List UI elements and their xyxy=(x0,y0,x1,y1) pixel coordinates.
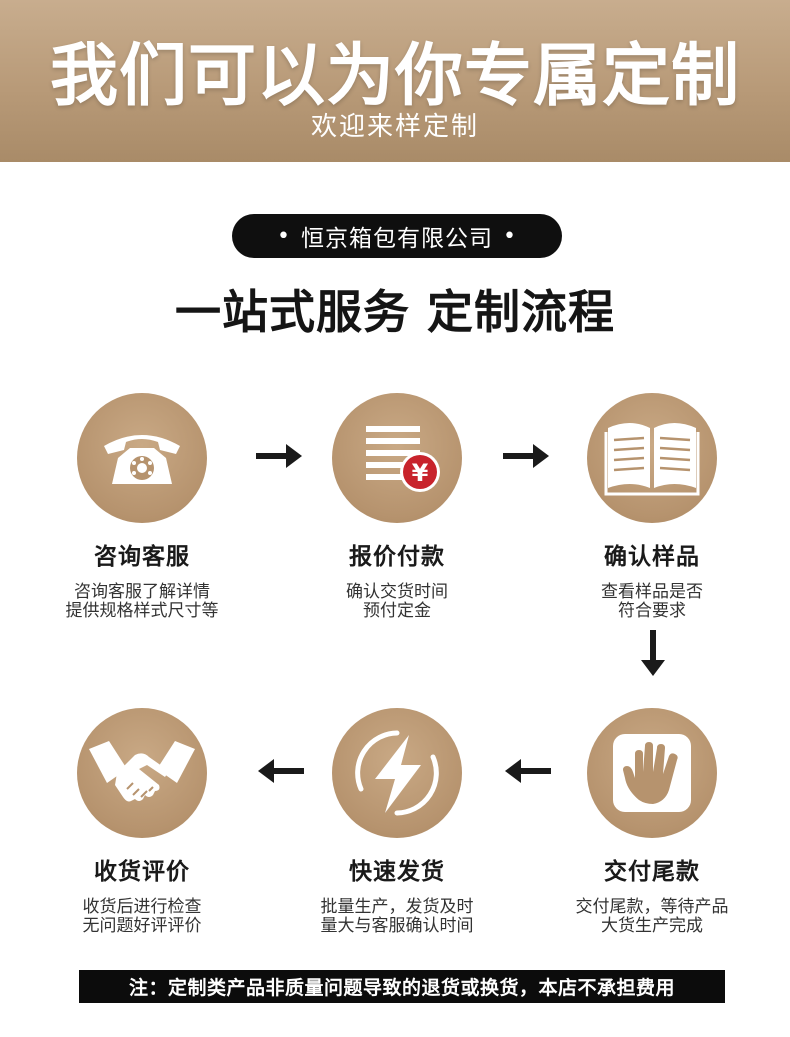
step-circle xyxy=(587,708,717,838)
step-circle xyxy=(77,708,207,838)
banner-subtitle: 欢迎来样定制 xyxy=(310,112,479,142)
step-title: 交付尾款 xyxy=(604,859,700,885)
step-desc-line: 确认交货时间 xyxy=(346,582,448,602)
step-desc-line: 查看样品是否 xyxy=(601,582,703,602)
company-badge: • 恒京箱包有限公司 • xyxy=(232,214,562,258)
step-desc-line: 量大与客服确认时间 xyxy=(320,916,474,936)
arrow-down-icon xyxy=(641,630,665,676)
step-desc-line: 大货生产完成 xyxy=(601,916,703,936)
step-title: 收货评价 xyxy=(94,859,190,885)
disclaimer-note: 注：定制类产品非质量问题导致的退货或换货，本店不承担费用 xyxy=(79,970,725,1003)
step-receive-review: 收货评价 收货后进行检查 无问题好评评价 xyxy=(22,708,262,936)
step-final-payment: 交付尾款 交付尾款，等待产品 大货生产完成 xyxy=(532,708,772,936)
lightning-icon xyxy=(347,723,447,823)
step-quote-pay: ¥ 报价付款 确认交货时间 预付定金 xyxy=(277,393,517,621)
step-desc-line: 提供规格样式尺寸等 xyxy=(65,601,219,621)
step-desc-line: 预付定金 xyxy=(363,601,431,621)
handshake-icon xyxy=(87,733,197,813)
step-desc-line: 收货后进行检查 xyxy=(82,897,202,917)
company-name: 恒京箱包有限公司 xyxy=(301,226,493,252)
process-title: 一站式服务 定制流程 xyxy=(174,285,615,339)
arrow-right-icon xyxy=(503,444,549,468)
step-circle xyxy=(587,393,717,523)
step-title: 确认样品 xyxy=(604,544,700,570)
step-description: 收货后进行检查 无问题好评评价 xyxy=(22,898,262,936)
header-banner: 我们可以为你专属定制 欢迎来样定制 xyxy=(0,0,790,162)
telephone-icon xyxy=(100,428,184,488)
arrow-left-icon xyxy=(258,759,304,783)
step-circle xyxy=(332,708,462,838)
step-desc-line: 批量生产，发货及时 xyxy=(320,897,474,917)
step-desc-line: 交付尾款，等待产品 xyxy=(575,897,729,917)
step-title: 快速发货 xyxy=(349,859,445,885)
step-circle: ¥ xyxy=(332,393,462,523)
price-list-icon: ¥ xyxy=(352,418,442,498)
step-desc-line: 符合要求 xyxy=(618,601,686,621)
step-fast-ship: 快速发货 批量生产，发货及时 量大与客服确认时间 xyxy=(277,708,517,936)
step-description: 确认交货时间 预付定金 xyxy=(277,583,517,621)
step-description: 批量生产，发货及时 量大与客服确认时间 xyxy=(277,898,517,936)
step-description: 交付尾款，等待产品 大货生产完成 xyxy=(532,898,772,936)
step-circle xyxy=(77,393,207,523)
step-title: 报价付款 xyxy=(349,544,445,570)
bullet-dot-right: • xyxy=(503,223,517,249)
step-confirm-sample: 确认样品 查看样品是否 符合要求 xyxy=(532,393,772,621)
arrow-right-icon xyxy=(256,444,302,468)
hand-icon xyxy=(609,730,695,816)
step-desc-line: 无问题好评评价 xyxy=(82,916,202,936)
step-title: 咨询客服 xyxy=(94,544,190,570)
open-book-icon xyxy=(602,418,702,498)
step-consult: 咨询客服 咨询客服了解详情 提供规格样式尺寸等 xyxy=(22,393,262,621)
banner-title: 我们可以为你专属定制 xyxy=(49,37,740,116)
step-description: 咨询客服了解详情 提供规格样式尺寸等 xyxy=(22,583,262,621)
step-description: 查看样品是否 符合要求 xyxy=(532,583,772,621)
step-desc-line: 咨询客服了解详情 xyxy=(74,582,210,602)
yen-symbol: ¥ xyxy=(412,459,429,487)
arrow-left-icon xyxy=(505,759,551,783)
bullet-dot-left: • xyxy=(277,223,291,249)
